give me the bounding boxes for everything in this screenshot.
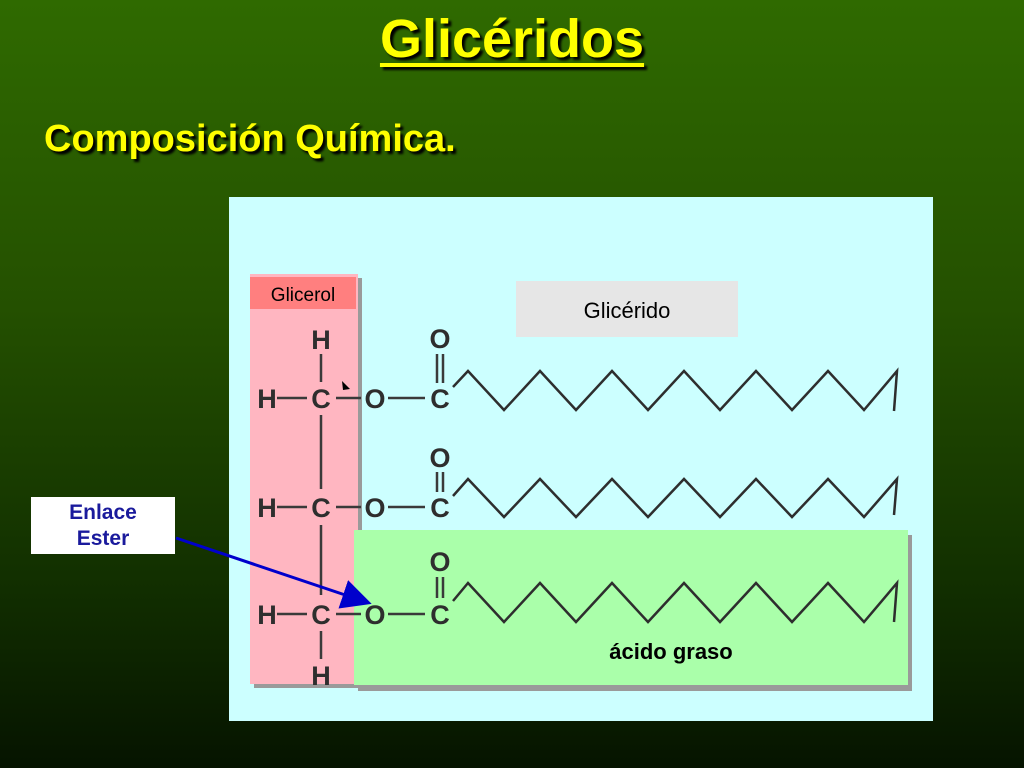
glyceride-diagram: Glicerol ácido graso Glicérido [229,197,933,721]
atom-carbon-1: C [311,384,331,414]
glycerol-label: Glicerol [271,285,335,306]
glyceride-label: Glicérido [584,298,671,323]
atom-oxygen-carbonyl-3: O [429,547,450,577]
atom-carbon-2: C [311,493,331,523]
atom-oxygen-ester-2: O [364,493,385,523]
glyceride-label-box [516,281,738,337]
atom-carbon-carbonyl-2: C [430,493,450,523]
ester-bond-label-box: Enlace Ester [31,497,175,554]
atom-hydrogen-top: H [311,325,331,355]
fatty-acid-chain-1 [452,367,899,412]
fatty-acid-label: ácido graso [609,639,732,664]
fatty-acid-panel [354,530,908,685]
glycerol-panel [250,274,358,684]
atom-carbon-carbonyl-1: C [430,384,450,414]
atom-carbon-carbonyl-3: C [430,600,450,630]
ester-bond-label-line-2: Ester [76,526,130,550]
atom-hydrogen-2: H [257,493,277,523]
slide-subtitle: Composición Química. [44,118,456,160]
fatty-acid-chain-2 [452,475,899,519]
pointer-marker-icon [342,381,350,390]
fatty-acid-chain-3 [452,579,899,624]
atom-hydrogen-bottom: H [311,661,331,691]
glycerol-label-box [250,277,356,309]
atom-oxygen-ester-1: O [364,384,385,414]
atom-hydrogen-3: H [257,600,277,630]
atom-oxygen-ester-3: O [364,600,385,630]
atom-oxygen-carbonyl-1: O [429,324,450,354]
slide-title: Glicéridos [379,9,645,69]
atom-hydrogen-1: H [257,384,277,414]
atom-oxygen-carbonyl-2: O [429,443,450,473]
atom-carbon-3: C [311,600,331,630]
ester-bond-label-line-1: Enlace [69,500,137,524]
